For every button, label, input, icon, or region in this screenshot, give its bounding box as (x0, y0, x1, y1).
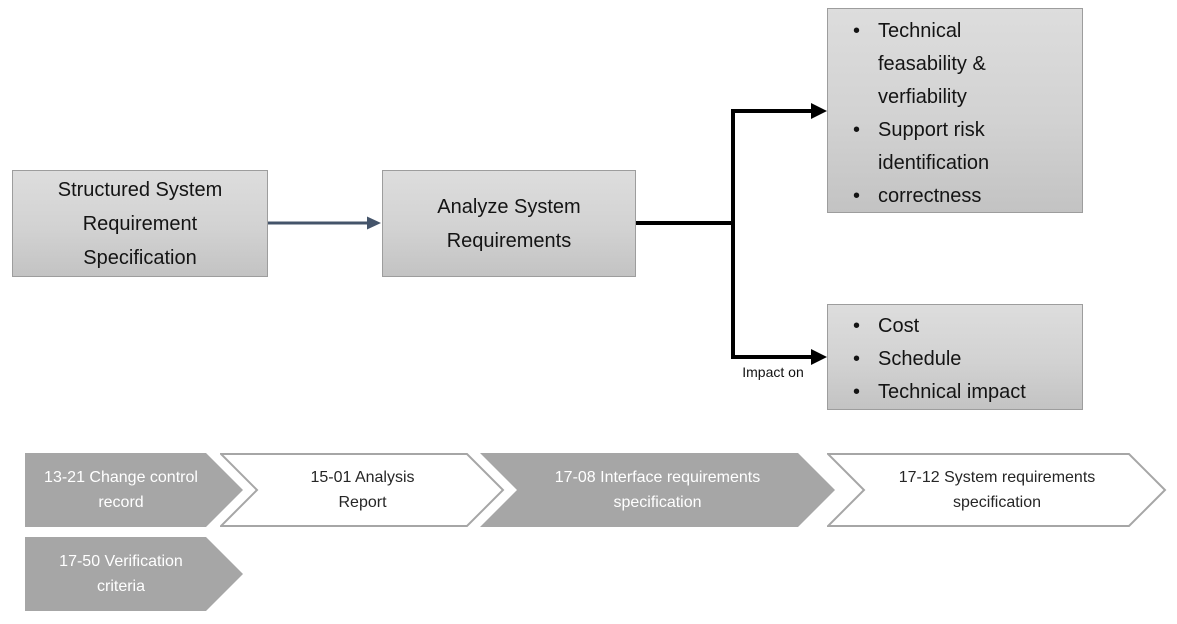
chevron-17-08-interface-requirements-specification: 17-08 Interface requirements specificati… (480, 453, 835, 527)
outcomes-box: • Technical feasability & verfiability •… (827, 8, 1083, 213)
bullet-item: • Technical feasability & verfiability (853, 15, 1076, 114)
bullet-dot-icon: • (853, 185, 861, 207)
chevron-shape (220, 453, 505, 527)
bullet-text: correctness (878, 185, 982, 207)
bullet-text: Support risk identification (878, 119, 990, 174)
bullet-text: Technical impact (878, 381, 1026, 403)
input-box: Structured System Requirement Specificat… (12, 170, 268, 277)
chevron-label: 17-12 System requirements specification (898, 469, 1096, 511)
chevron-shape (25, 537, 243, 611)
arrow-input-to-process-head (367, 216, 381, 230)
impact-on-label: Impact on (742, 364, 804, 380)
process-box: Analyze System Requirements (382, 170, 636, 277)
chevron-label: 17-08 Interface requirements specificati… (554, 469, 761, 511)
bullet-item: • Cost (853, 310, 1076, 343)
chevron-15-01-analysis-report: 15-01 Analysis Report (220, 453, 505, 527)
bullet-text: Schedule (878, 348, 962, 370)
chevron-shape (827, 453, 1167, 527)
bullet-dot-icon: • (853, 20, 861, 42)
bullet-text: Technical feasability & verfiability (878, 20, 986, 108)
chevron-shape (25, 453, 243, 527)
impact-bullet-list: • Cost • Schedule • Technical impact (828, 305, 1082, 409)
arrow-to-impact-head (811, 349, 827, 365)
arrow-to-outcomes-head (811, 103, 827, 119)
bullet-dot-icon: • (853, 348, 861, 370)
bullet-text: Cost (878, 315, 920, 337)
chevron-shape (480, 453, 835, 527)
branch-connector (636, 109, 813, 359)
chevron-label: 17-50 Verification criteria (59, 553, 183, 595)
bullet-dot-icon: • (853, 381, 861, 403)
bullet-item: • Support risk identification (853, 114, 1076, 180)
chevron-17-50-verification-criteria: 17-50 Verification criteria (25, 537, 243, 611)
outcomes-bullet-list: • Technical feasability & verfiability •… (828, 9, 1082, 213)
chevron-13-21-change-control-record: 13-21 Change control record (25, 453, 243, 527)
bullet-dot-icon: • (853, 315, 861, 337)
impact-box: • Cost • Schedule • Technical impact (827, 304, 1083, 410)
bullet-dot-icon: • (853, 119, 861, 141)
chevron-17-12-system-requirements-specification: 17-12 System requirements specification (827, 453, 1167, 527)
input-box-label: Structured System Requirement Specificat… (57, 178, 223, 269)
chevron-label: 13-21 Change control record (44, 469, 198, 511)
process-box-label: Analyze System Requirements (437, 195, 581, 252)
bullet-item: • Technical impact (853, 376, 1076, 409)
chevron-label: 15-01 Analysis Report (310, 469, 415, 511)
bullet-item: • Schedule (853, 343, 1076, 376)
bullet-item: • correctness (853, 180, 1076, 213)
